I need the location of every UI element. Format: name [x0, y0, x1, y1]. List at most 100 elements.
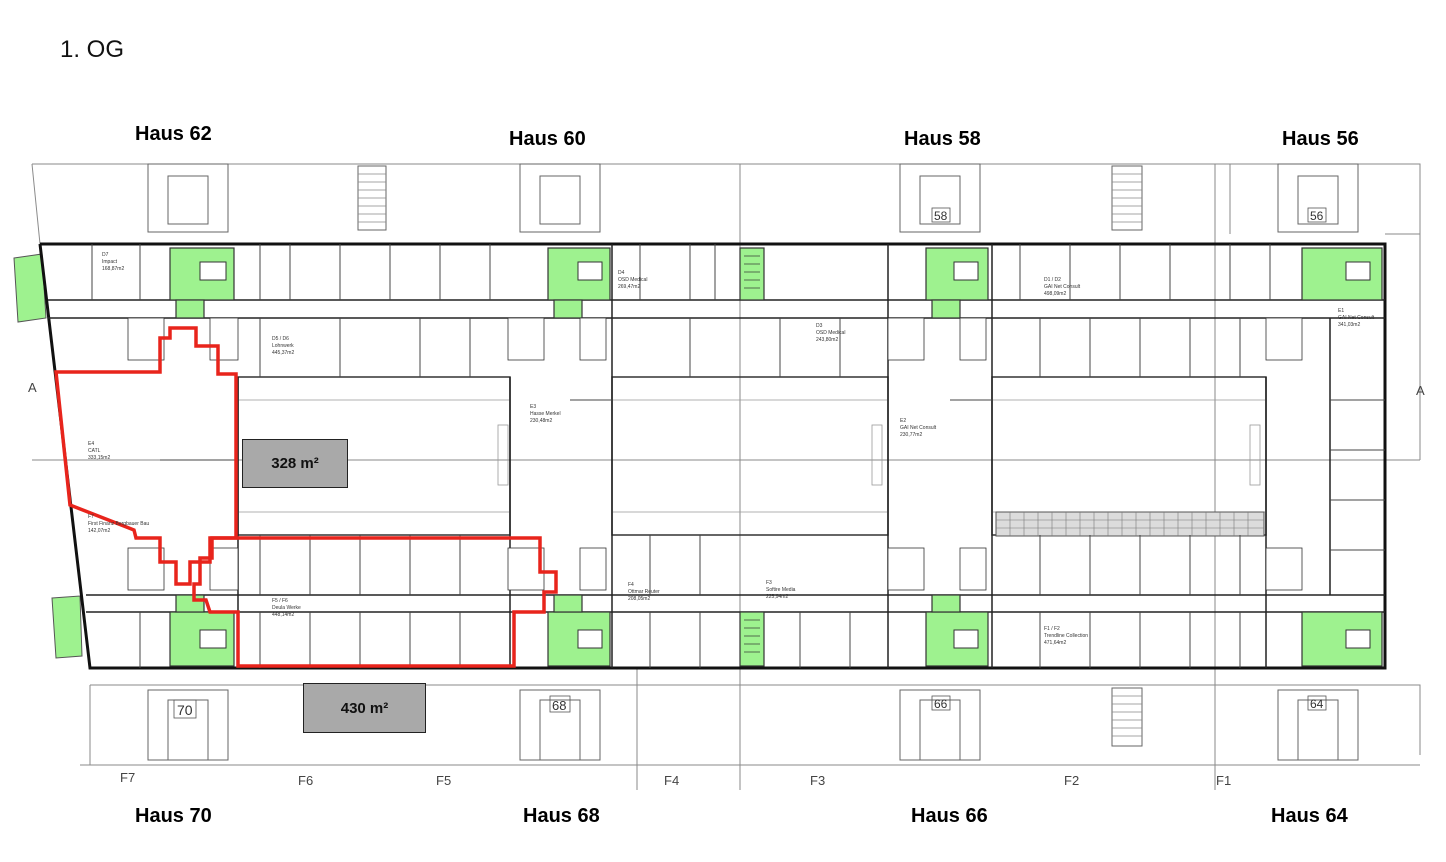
stair-number-56: 56 [1310, 209, 1324, 223]
svg-text:E1: E1 [1338, 308, 1344, 314]
svg-text:243,80m2: 243,80m2 [816, 337, 838, 343]
svg-text:First Finanz Bergbauer Bau: First Finanz Bergbauer Bau [88, 521, 149, 527]
house-label-62: Haus 62 [135, 123, 212, 145]
unit-label-e3: E3 Hasse Merkel 230,48m2 [530, 404, 561, 424]
house-label-64: Haus 64 [1271, 805, 1348, 827]
top-entrances [147, 163, 1359, 233]
unit-label-e4: E4 CATL 333,15m2 [88, 441, 110, 461]
courtyards [237, 376, 1267, 536]
svg-text:D4: D4 [618, 270, 625, 276]
svg-text:168,87m2: 168,87m2 [102, 266, 124, 272]
svg-text:230,48m2: 230,48m2 [530, 418, 552, 424]
area-label-328: 328 m² [242, 439, 348, 488]
core-stair-lines [744, 255, 760, 653]
page-title: 1. OG [60, 36, 125, 63]
unit-label-d5-d6: D5 / D6 Lohnwerk 445,37m2 [272, 336, 294, 356]
svg-text:225,94m2: 225,94m2 [766, 594, 788, 600]
svg-text:341,03m2: 341,03m2 [1338, 322, 1360, 328]
svg-text:269,47m2: 269,47m2 [618, 284, 640, 290]
svg-text:142,07m2: 142,07m2 [88, 528, 110, 534]
external-stairs-left [13, 253, 83, 659]
site-outline [31, 163, 1421, 790]
svg-text:D7: D7 [102, 252, 109, 258]
building-outline [38, 242, 1387, 670]
unit-label-f1-f2: F1 / F2 Trendline Collection 471,64m2 [1044, 626, 1088, 646]
section-mark-left: A [28, 380, 37, 395]
highlight-outline-328 [54, 326, 238, 586]
stair-number-68: 68 [552, 698, 566, 713]
facade-label-f6: F6 [298, 773, 313, 788]
unit-label-d4: D4 OSD Medical 269,47m2 [618, 270, 647, 290]
section-mark-right: A [1416, 383, 1425, 398]
lift-shafts [199, 261, 1371, 649]
svg-text:Impact: Impact [102, 259, 118, 265]
svg-text:D3: D3 [816, 323, 823, 329]
svg-text:E2: E2 [900, 418, 906, 424]
bottom-stair-lines [1112, 695, 1142, 737]
house-label-70: Haus 70 [135, 805, 212, 827]
svg-text:OSD Medical: OSD Medical [816, 330, 845, 336]
courtyard-details [238, 399, 1266, 513]
house-label-68: Haus 68 [523, 805, 600, 827]
svg-text:Ottmar Reuter: Ottmar Reuter [628, 589, 660, 595]
unit-label-f4: F4 Ottmar Reuter 208,05m2 [628, 582, 660, 602]
svg-text:230,77m2: 230,77m2 [900, 432, 922, 438]
facade-label-f4: F4 [664, 773, 679, 788]
stair-number-66: 66 [934, 697, 948, 711]
unit-label-d7: D7 Impact 168,87m2 [102, 252, 124, 272]
skylight-band [995, 511, 1265, 537]
svg-text:Deula Werke: Deula Werke [272, 605, 301, 611]
facade-label-f5: F5 [436, 773, 451, 788]
unit-label-d3: D3 OSD Medical 243,80m2 [816, 323, 845, 343]
facade-label-f3: F3 [810, 773, 825, 788]
svg-text:Hasse Merkel: Hasse Merkel [530, 411, 561, 417]
facade-label-f7: F7 [120, 770, 135, 785]
svg-text:GAI Net Consult: GAI Net Consult [1044, 284, 1081, 290]
svg-text:333,15m2: 333,15m2 [88, 455, 110, 461]
stair-number-58: 58 [934, 209, 948, 223]
svg-text:208,05m2: 208,05m2 [628, 596, 650, 602]
unit-label-e2: E2 GAI Net Consult 230,77m2 [900, 418, 937, 438]
highlight-outline-430 [192, 536, 558, 668]
house-label-56: Haus 56 [1282, 128, 1359, 150]
unit-label-e1: E1 GAI Net Consult 341,03m2 [1338, 308, 1375, 328]
house-label-58: Haus 58 [904, 128, 981, 150]
svg-text:Softire Media: Softire Media [766, 587, 796, 593]
sanitary-blocks [127, 317, 1303, 591]
svg-text:E4: E4 [88, 441, 94, 447]
svg-text:448,14m2: 448,14m2 [272, 612, 294, 618]
corridors [48, 244, 1385, 668]
svg-text:F1 / F2: F1 / F2 [1044, 626, 1060, 632]
unit-label-f5-f6: F5 / F6 Deula Werke 448,14m2 [272, 598, 301, 618]
unit-label-d1-d2: D1 / D2 GAI Net Consult 498,09m2 [1044, 277, 1081, 297]
svg-text:F4: F4 [628, 582, 634, 588]
unit-label-f7: F7 First Finanz Bergbauer Bau 142,07m2 [88, 514, 149, 534]
svg-text:F5 / F6: F5 / F6 [272, 598, 288, 604]
area-label-430: 430 m² [303, 683, 426, 733]
svg-text:471,64m2: 471,64m2 [1044, 640, 1066, 646]
top-stair-lines [358, 173, 1142, 223]
facade-label-f2: F2 [1064, 773, 1079, 788]
stair-number-boxes [173, 207, 1327, 719]
svg-text:D5 / D6: D5 / D6 [272, 336, 289, 342]
stair-number-70: 70 [177, 702, 193, 718]
svg-text:E3: E3 [530, 404, 536, 410]
svg-text:GAI Net Consult: GAI Net Consult [1338, 315, 1375, 321]
svg-text:D1 / D2: D1 / D2 [1044, 277, 1061, 283]
svg-text:CATL: CATL [88, 448, 101, 454]
svg-text:OSD Medical: OSD Medical [618, 277, 647, 283]
svg-text:445,37m2: 445,37m2 [272, 350, 294, 356]
svg-text:Trendline Collection: Trendline Collection [1044, 633, 1088, 639]
svg-text:GAI Net Consult: GAI Net Consult [900, 425, 937, 431]
facade-label-f1: F1 [1216, 773, 1231, 788]
svg-text:498,09m2: 498,09m2 [1044, 291, 1066, 297]
stair-number-64: 64 [1310, 697, 1324, 711]
svg-text:F3: F3 [766, 580, 772, 586]
svg-text:F7: F7 [88, 514, 94, 520]
stair-cores [169, 247, 1383, 667]
house-label-66: Haus 66 [911, 805, 988, 827]
svg-text:Lohnwerk: Lohnwerk [272, 343, 294, 349]
house-label-60: Haus 60 [509, 128, 586, 150]
unit-label-f3: F3 Softire Media 225,94m2 [766, 580, 796, 600]
